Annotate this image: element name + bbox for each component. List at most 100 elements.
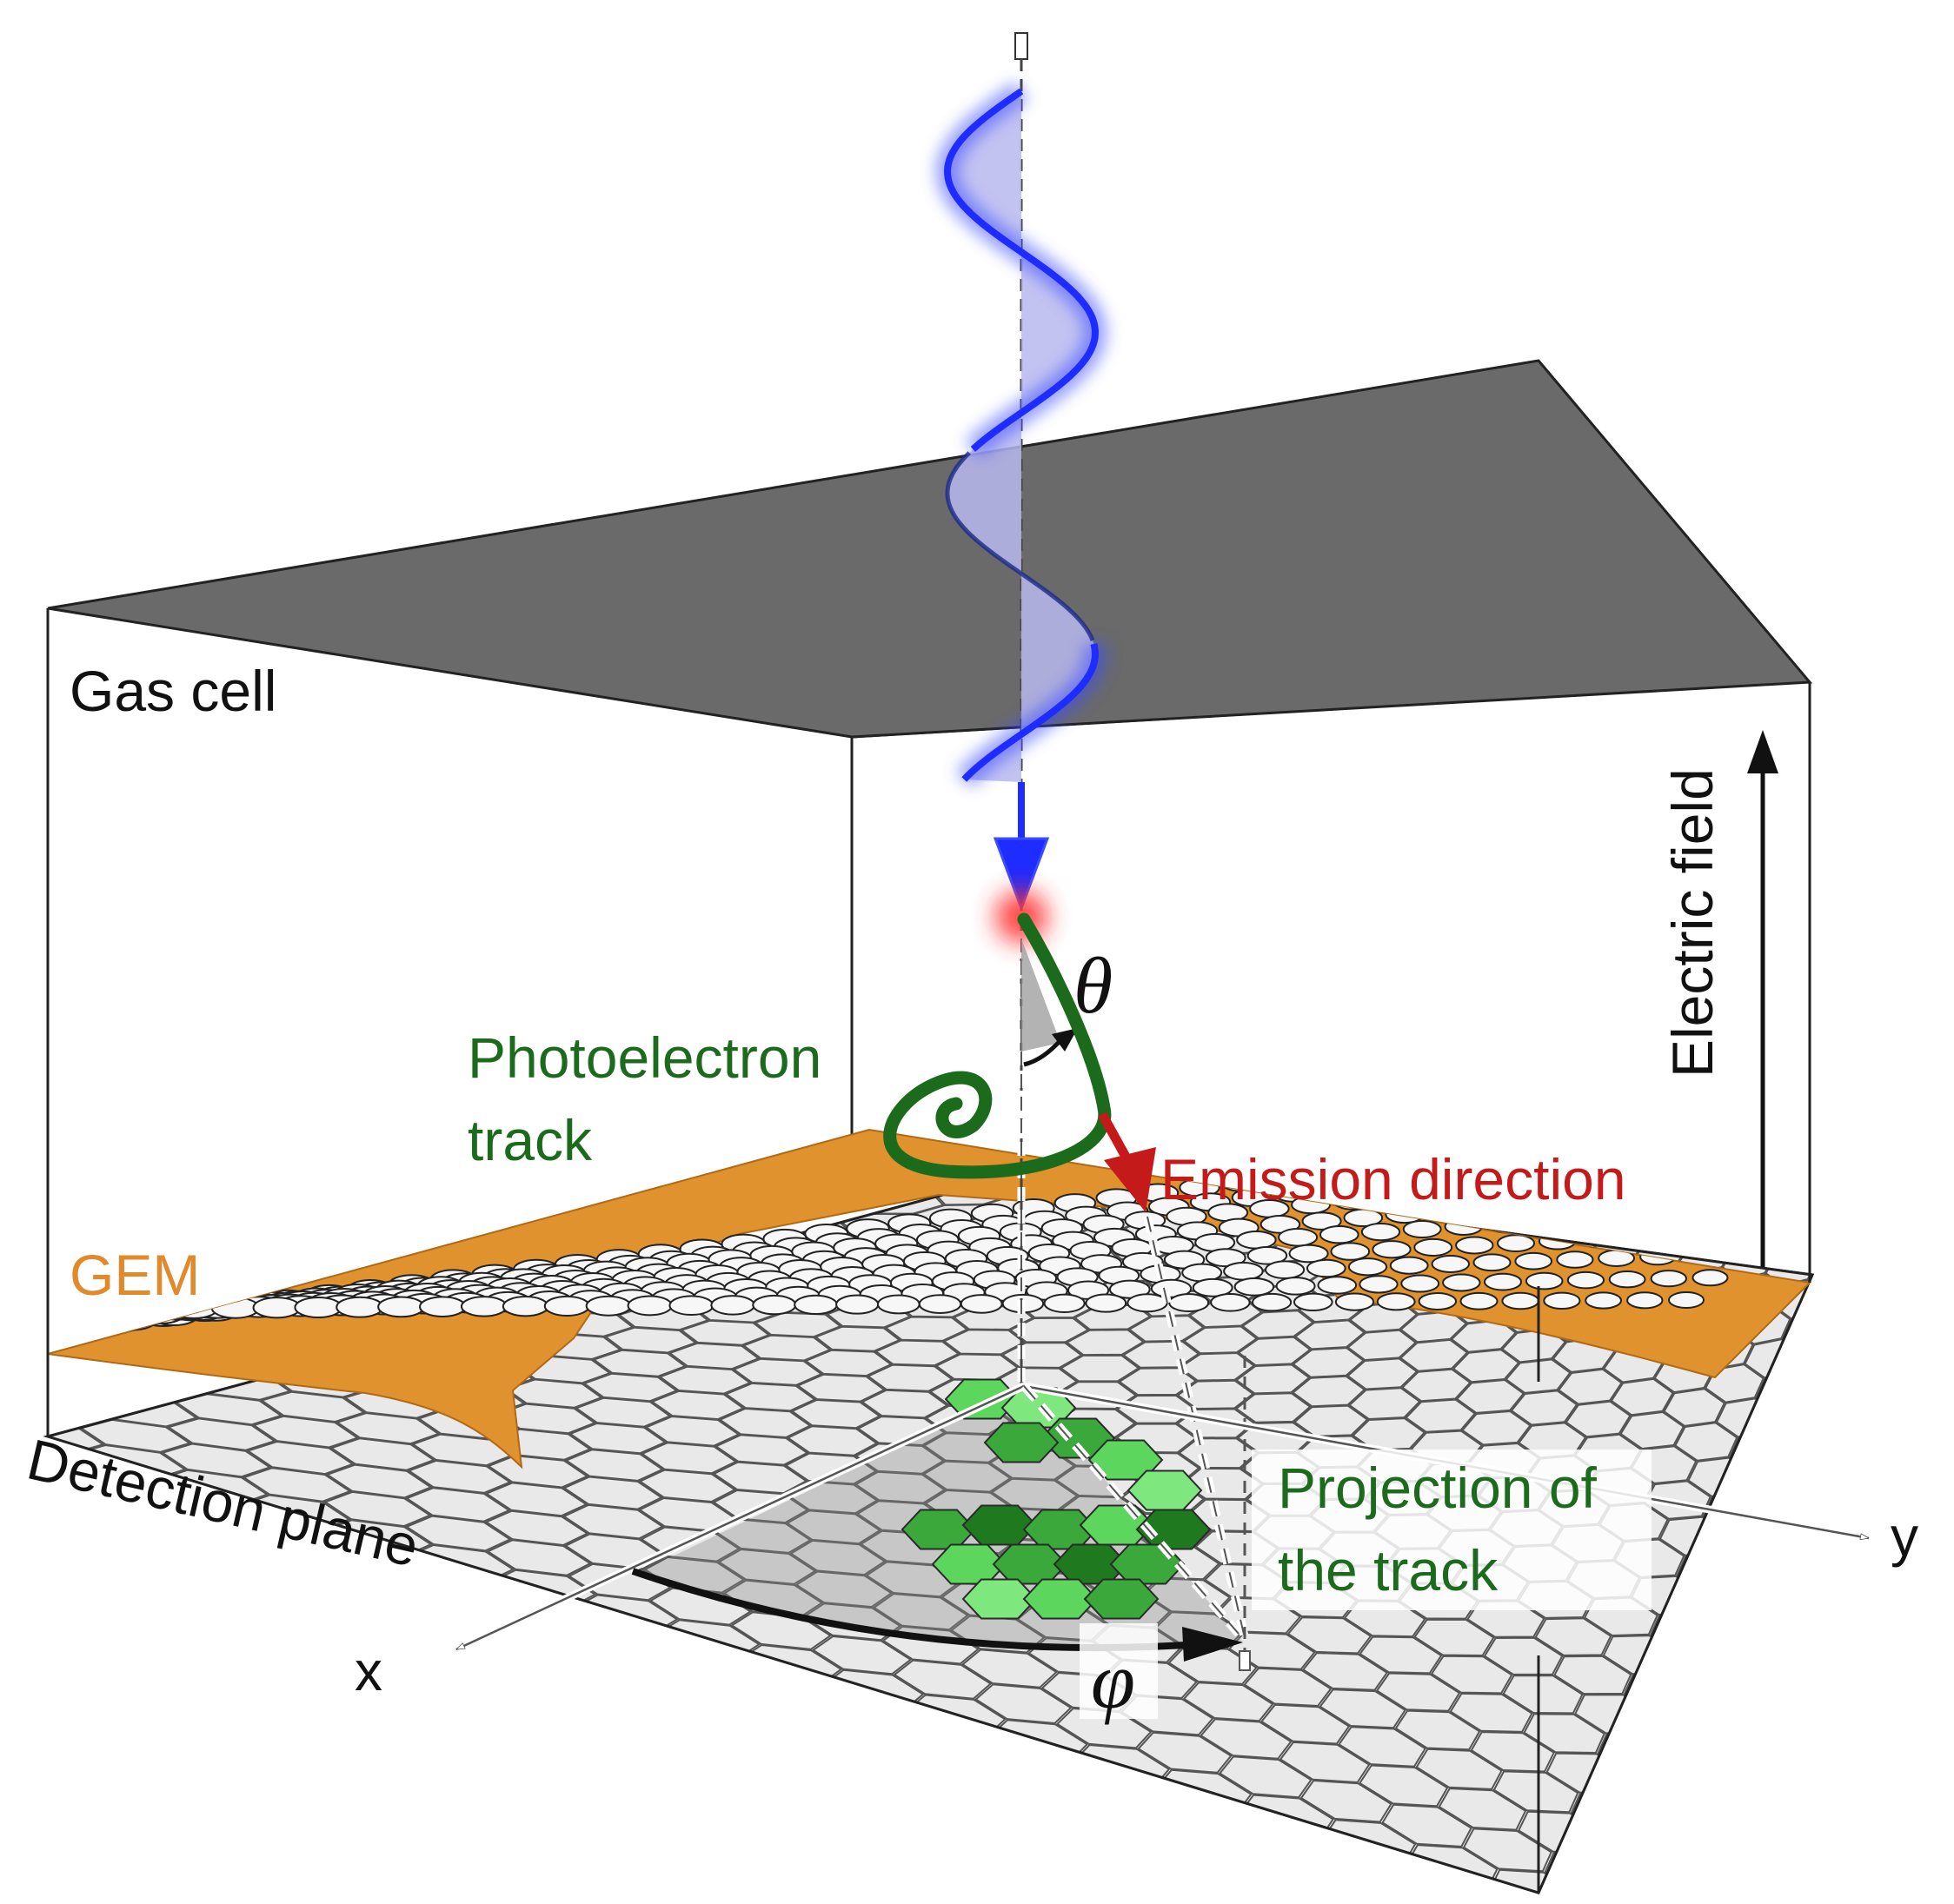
- gem-hole: [1334, 1292, 1375, 1311]
- hit-pixel: [1083, 1578, 1160, 1620]
- pixel: [893, 1659, 993, 1700]
- gem-hole: [83, 1306, 134, 1330]
- pixel: [1291, 1375, 1366, 1408]
- photoelectron-track-label-line1: Photoelectron: [468, 1025, 821, 1090]
- incoming-photon-wave: [935, 82, 1107, 912]
- gas-cell-label: Gas cell: [70, 659, 276, 723]
- pixel: [1544, 1852, 1633, 1893]
- gas-cell-edges: [46, 608, 1811, 1893]
- gem-hole: [210, 1297, 260, 1319]
- electric-field-arrow: [1747, 730, 1778, 1267]
- pixel: [1449, 1692, 1533, 1733]
- gem-hole: [1652, 1204, 1690, 1223]
- emission-direction-label: Emission direction: [1160, 1147, 1626, 1211]
- gem-hole: [1389, 1256, 1429, 1275]
- pixel: [1610, 1377, 1674, 1416]
- gem-hole: [1376, 1292, 1416, 1311]
- pixel: [1375, 1672, 1461, 1712]
- gem-hole: [1347, 1257, 1388, 1277]
- pixel: [1279, 1741, 1371, 1784]
- pixel: [921, 1729, 1023, 1773]
- pixel: [568, 1422, 668, 1455]
- pixel: [580, 1626, 688, 1667]
- pixel: [48, 1395, 112, 1429]
- gem-hole: [1043, 1293, 1086, 1313]
- gem-hole: [1252, 1292, 1293, 1312]
- pixel: [1623, 1673, 1701, 1715]
- pixel: [1455, 1378, 1525, 1414]
- gem-hole: [1483, 1272, 1523, 1291]
- pixel: [1299, 1779, 1392, 1823]
- pixel: [1200, 1718, 1293, 1760]
- gem-hole: [1317, 1276, 1358, 1295]
- pixel: [1565, 1400, 1632, 1438]
- gem-hole: [1233, 1277, 1275, 1297]
- gem-hole: [419, 1296, 467, 1318]
- pixel: [1553, 1655, 1632, 1695]
- hit-pixel: [944, 1378, 1020, 1420]
- phi-label-backdrop: [1080, 1623, 1158, 1719]
- pixel: [934, 1353, 1020, 1381]
- gem-hole: [96, 1310, 147, 1332]
- pixel: [796, 1373, 887, 1403]
- pixel: [860, 1389, 949, 1419]
- gem-hole: [585, 1295, 632, 1317]
- pixel: [1523, 1713, 1605, 1755]
- pixel: [814, 1325, 901, 1352]
- pixel: [718, 1407, 812, 1439]
- pixel: [1415, 1748, 1503, 1790]
- pixel: [404, 1487, 511, 1523]
- pixel: [1178, 1351, 1256, 1382]
- gem-hole: [1694, 1202, 1731, 1219]
- pixel: [712, 1461, 808, 1495]
- gem-hole: [502, 1296, 549, 1317]
- hit-pixel: [983, 1422, 1060, 1463]
- pixel: [1394, 1709, 1481, 1751]
- gem-hole: [1168, 1293, 1210, 1313]
- pixel: [1462, 1828, 1552, 1873]
- gem-hole: [252, 1297, 302, 1319]
- gem-hole: [1678, 1130, 1716, 1135]
- gem-label: GEM: [70, 1243, 200, 1307]
- gem-hole: [1444, 1217, 1484, 1236]
- pixel: [1359, 1635, 1443, 1675]
- gem-hole: [1288, 1244, 1329, 1264]
- pixel: [650, 1390, 746, 1421]
- pixel: [1301, 1652, 1389, 1691]
- pixel: [0, 1420, 15, 1454]
- gem-hole: [1431, 1255, 1471, 1273]
- pixel: [1261, 1833, 1359, 1879]
- pixel: [1461, 1410, 1532, 1446]
- pixel: [484, 1509, 589, 1547]
- pixel: [1399, 1338, 1469, 1372]
- pixel: [1492, 1770, 1579, 1814]
- gem-hole: [1275, 1277, 1316, 1296]
- gem-hole: [1665, 1160, 1703, 1179]
- gem-hole: [1085, 1293, 1127, 1313]
- projection-label-backdrop: [1252, 1450, 1652, 1610]
- photon-arrowhead: [993, 837, 1050, 912]
- gem-hole: [710, 1295, 755, 1316]
- pixel: [246, 1440, 356, 1476]
- gem-hole: [1626, 1291, 1664, 1310]
- pixel: [1534, 1617, 1612, 1656]
- pixel: [1006, 1755, 1107, 1799]
- pixel: [1619, 1410, 1685, 1450]
- gem-hole: [1459, 1291, 1499, 1310]
- pixel: [1137, 1731, 1233, 1774]
- gem-hole: [1223, 1261, 1264, 1281]
- hit-pixel: [1022, 1578, 1099, 1620]
- pixel: [1597, 1733, 1678, 1775]
- pixel: [1234, 1363, 1311, 1395]
- pixel: [1008, 1317, 1090, 1343]
- gem-hole: [1634, 1185, 1672, 1204]
- photoelectron-track: [883, 912, 1112, 1179]
- pixel: [1091, 1781, 1191, 1826]
- gem-hole: [1402, 1219, 1442, 1239]
- electric-field-label: Electric field: [1660, 768, 1725, 1078]
- pixel: [325, 1463, 433, 1499]
- pixel: [835, 1703, 940, 1746]
- pixel: [789, 1539, 887, 1576]
- gem-hole: [1595, 1130, 1633, 1145]
- pixel: [1674, 1422, 1738, 1462]
